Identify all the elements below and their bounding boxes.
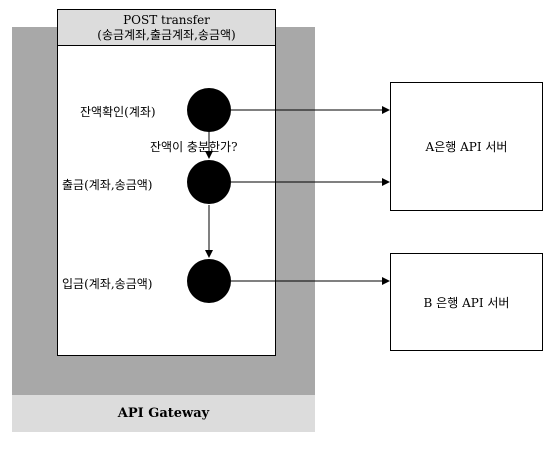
api-gateway-label: API Gateway	[12, 395, 315, 432]
node-check-balance	[187, 88, 231, 132]
transfer-header: POST transfer (송금계좌,출금계좌,송금액)	[57, 9, 276, 46]
step-withdraw-label: 출금(계좌,송금액)	[62, 178, 153, 192]
node-deposit	[187, 259, 231, 303]
transfer-params: (송금계좌,출금계좌,송금액)	[97, 27, 236, 42]
bank-b-api-server: B 은행 API 서버	[390, 253, 543, 351]
step-deposit-label: 입금(계좌,송금액)	[62, 277, 153, 291]
step-balance-question-label: 잔액이 충분한가?	[150, 140, 238, 154]
node-withdraw	[187, 160, 231, 204]
transfer-title: POST transfer	[123, 12, 210, 27]
bank-a-api-server: A은행 API 서버	[390, 82, 543, 211]
step-check-balance-label: 잔액확인(계좌)	[80, 105, 156, 119]
bank-a-server-label: A은행 API 서버	[425, 140, 508, 154]
bank-b-server-label: B 은행 API 서버	[423, 295, 510, 310]
